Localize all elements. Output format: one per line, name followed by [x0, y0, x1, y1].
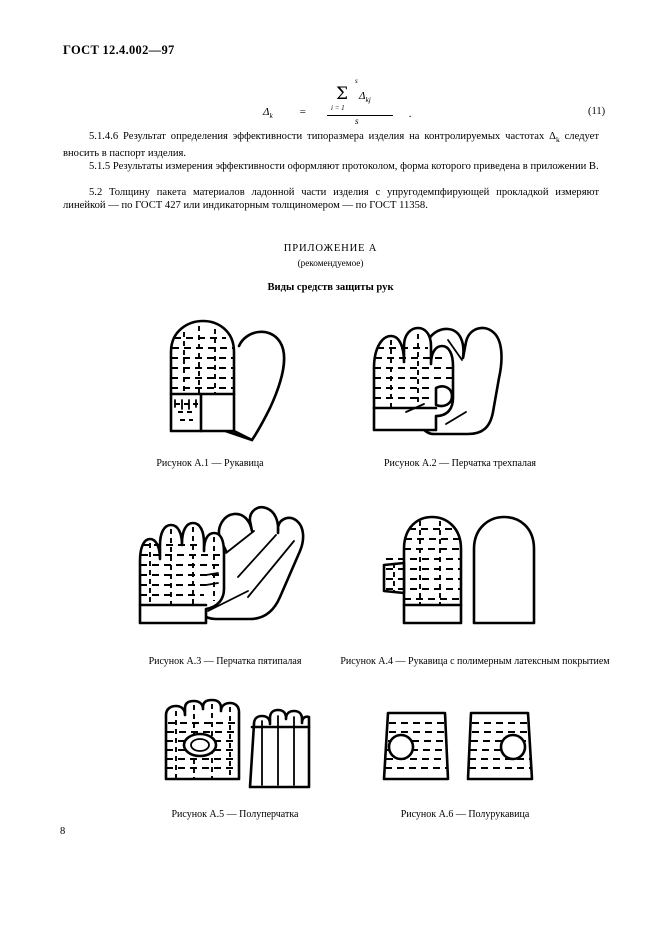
appendix-section-title: Виды средств защиты рук [267, 282, 394, 293]
paragraph-5-1-4-6-text-b: следует вносить в паспорт изделия. [63, 131, 600, 159]
paragraph-5-1-5-text: 5.1.5 Результаты измерения эффективности… [89, 161, 599, 172]
formula-fraction-bar [327, 115, 393, 116]
figure-caption-a3: Рисунок А.3 — Перчатка пятипалая [148, 656, 302, 667]
figure-caption-a4: Рисунок А.4 — Рукавица с полимерным лате… [340, 656, 610, 667]
formula-summand-sub: kj [365, 95, 371, 105]
page-number: 8 [60, 826, 66, 837]
formula-expression: Δk = s Σ Δkj i = 1 s . [263, 77, 453, 130]
formula-equals: = [299, 106, 307, 118]
figure-caption-a2: Рисунок А.2 — Перчатка трехпалая [384, 458, 536, 469]
figure-five-finger-glove [128, 505, 318, 645]
figure-caption-a5: Рисунок А.5 — Полуперчатка [171, 809, 299, 820]
figure-three-finger-glove [362, 312, 542, 452]
appendix-title: ПРИЛОЖЕНИЕ А [283, 243, 378, 254]
formula-lhs-sub: k [269, 111, 273, 121]
paragraph-5-2-text: 5.2 Толщину пакета материалов ладонной ч… [63, 187, 599, 212]
figure-mitten-latex-coated [382, 505, 562, 645]
figure-half-mitten [378, 705, 538, 795]
formula-lower-limit: i = 1 [331, 104, 345, 112]
formula-lhs: Δk [263, 106, 273, 121]
formula-upper-limit: s [355, 77, 358, 85]
appendix-subtitle: (рекомендуемое) [297, 258, 364, 268]
paragraph-5-1-4-6: 5.1.4.6 Результат определения эффективно… [63, 130, 599, 160]
paragraph-5-1-4-6-text-a: 5.1.4.6 Результат определения эффективно… [89, 131, 556, 142]
formula-period: . [409, 108, 412, 120]
formula-summand: Δkj [359, 90, 371, 105]
formula-denominator: s [355, 116, 359, 126]
page-header: ГОСТ 12.4.002—97 [63, 43, 175, 57]
formula-block: Δk = s Σ Δkj i = 1 s . (11) [63, 77, 606, 130]
paragraph-5-1-5: 5.1.5 Результаты измерения эффективности… [63, 160, 599, 173]
figure-caption-a1: Рисунок А.1 — Рукавица [156, 458, 264, 469]
paragraph-5-2: 5.2 Толщину пакета материалов ладонной ч… [63, 186, 599, 213]
figure-mitten [160, 312, 320, 452]
figure-half-glove [160, 698, 311, 798]
paragraph-5-1-4-6-subscript: k [555, 135, 560, 145]
figure-caption-a6: Рисунок А.6 — Полурукавица [400, 809, 530, 820]
formula-number: (11) [588, 106, 606, 117]
formula-sigma-icon: Σ [336, 84, 349, 104]
